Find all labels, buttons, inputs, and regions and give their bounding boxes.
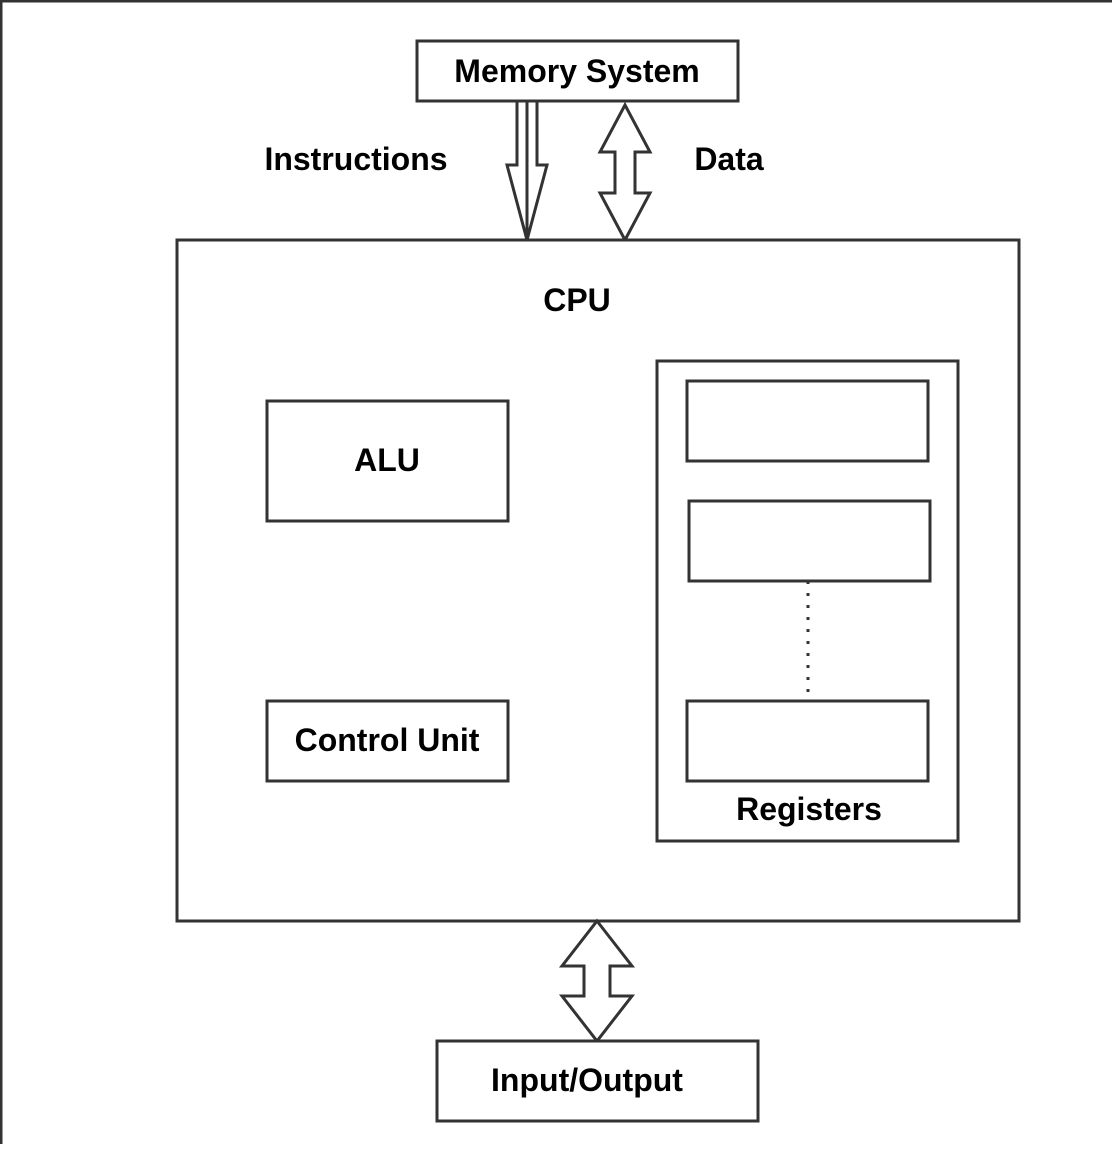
register-slot-n[interactable] bbox=[685, 699, 930, 783]
instructions-arrow[interactable] bbox=[505, 99, 549, 246]
cpu-label: CPU bbox=[543, 282, 611, 318]
memory-system-box bbox=[415, 39, 740, 103]
input-output-node[interactable]: Input/Output bbox=[435, 1039, 760, 1123]
memory-system-node[interactable]: Memory System bbox=[415, 39, 740, 103]
register-slot-1[interactable] bbox=[685, 379, 930, 463]
io-arrow[interactable] bbox=[558, 918, 636, 1044]
control-unit-label: Control Unit bbox=[295, 722, 480, 758]
memory-system-label: Memory System bbox=[454, 53, 699, 89]
alu-node[interactable]: ALU bbox=[265, 399, 510, 523]
input-output-box bbox=[435, 1039, 760, 1123]
instructions-label: Instructions bbox=[264, 141, 447, 177]
register-slot-2[interactable] bbox=[687, 499, 932, 583]
registers-label: Registers bbox=[736, 791, 882, 827]
alu-box bbox=[265, 399, 510, 523]
control-unit-node[interactable]: Control Unit bbox=[265, 699, 510, 783]
alu-label: ALU bbox=[354, 442, 420, 478]
input-output-label: Input/Output bbox=[491, 1062, 683, 1098]
data-arrow[interactable] bbox=[597, 101, 653, 244]
data-label: Data bbox=[694, 141, 764, 177]
control-unit-box bbox=[265, 699, 510, 783]
io-arrow-shape bbox=[558, 918, 636, 1044]
registers-node[interactable]: Registers bbox=[655, 359, 960, 843]
data-arrow-shape bbox=[597, 101, 653, 244]
